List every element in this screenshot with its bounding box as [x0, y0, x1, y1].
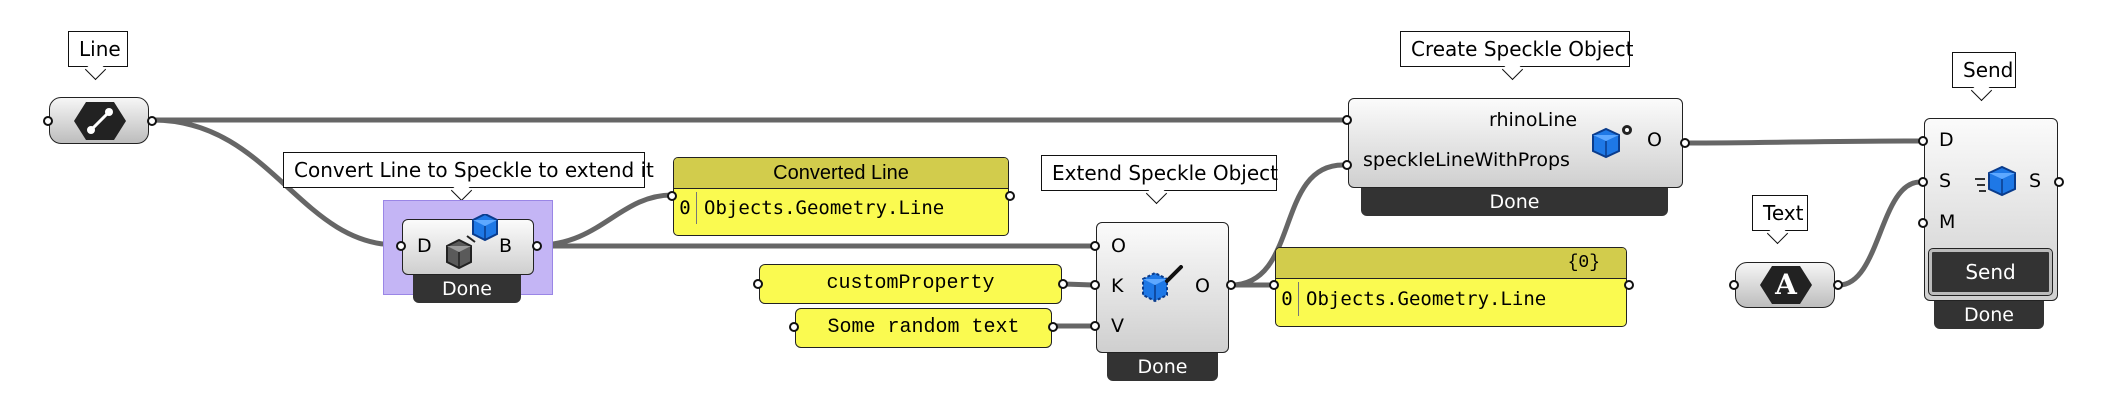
- send-output-grip[interactable]: [2054, 177, 2064, 187]
- wire-create-to-send: [1682, 138, 1923, 146]
- value-string-panel[interactable]: Some random text: [795, 308, 1052, 348]
- callout-create: Create Speckle Object: [1400, 31, 1633, 67]
- create-speckle-object-node[interactable]: rhinoLine speckleLineWithProps O: [1348, 98, 1683, 188]
- key-panel-output-grip[interactable]: [1058, 279, 1068, 289]
- convert-status-bar: Done: [413, 275, 521, 303]
- send-node[interactable]: D S M S Send: [1924, 118, 2058, 301]
- text-param-icon: [1760, 266, 1812, 304]
- output-panel-index: 0: [1276, 282, 1299, 316]
- text-param-output-grip[interactable]: [1833, 280, 1843, 290]
- wire-convert-to-panel: [535, 192, 675, 248]
- send-input-d-grip[interactable]: [1918, 136, 1928, 146]
- extend-input-o-grip[interactable]: [1090, 241, 1100, 251]
- extended-object-panel[interactable]: {0} 0 Objects.Geometry.Line: [1275, 247, 1627, 327]
- create-status-bar: Done: [1361, 188, 1668, 216]
- send-output-s[interactable]: S: [2029, 170, 2042, 192]
- output-panel-path: {0}: [1276, 248, 1626, 279]
- callout-extend: Extend Speckle Object: [1041, 155, 1278, 191]
- extend-speckle-object-node[interactable]: O K V O: [1096, 222, 1229, 353]
- wire-extend-to-create: [1228, 162, 1346, 288]
- callout-line: Line: [68, 31, 128, 67]
- line-param-input-grip[interactable]: [43, 116, 53, 126]
- speckle-convert-icon: [446, 214, 498, 270]
- speckle-create-icon: [1592, 125, 1632, 159]
- output-panel-input-grip[interactable]: [1269, 280, 1279, 290]
- converted-panel-index: 0: [674, 192, 697, 224]
- send-input-s-grip[interactable]: [1918, 177, 1928, 187]
- text-param[interactable]: A: [1735, 262, 1835, 308]
- create-output-o[interactable]: O: [1647, 129, 1662, 151]
- text-param-input-grip[interactable]: [1729, 280, 1739, 290]
- value-panel-input-grip[interactable]: [789, 322, 799, 332]
- speckle-send-icon: [1975, 165, 2016, 197]
- speckle-extend-icon: [1142, 265, 1183, 303]
- create-input-2-grip[interactable]: [1342, 160, 1352, 170]
- send-input-s[interactable]: S: [1939, 170, 1952, 192]
- wire-key-to-extend: [1061, 281, 1096, 288]
- converted-line-panel[interactable]: Converted Line 0 Objects.Geometry.Line: [673, 157, 1009, 236]
- callout-text: Text: [1752, 195, 1808, 231]
- convert-input-d[interactable]: D: [417, 235, 432, 257]
- send-input-d[interactable]: D: [1939, 129, 1954, 151]
- extend-input-v-grip[interactable]: [1090, 321, 1100, 331]
- convert-output-b[interactable]: B: [499, 235, 513, 257]
- converted-panel-value: Objects.Geometry.Line: [704, 197, 945, 219]
- create-output-grip[interactable]: [1680, 138, 1690, 148]
- value-panel-output-grip[interactable]: [1048, 322, 1058, 332]
- callout-convert: Convert Line to Speckle to extend it: [283, 152, 654, 188]
- convert-output-grip[interactable]: [532, 241, 542, 251]
- create-input-1-grip[interactable]: [1342, 115, 1352, 125]
- extend-input-k[interactable]: K: [1111, 275, 1124, 297]
- send-status-bar: Done: [1934, 301, 2044, 329]
- key-string-panel[interactable]: customProperty: [759, 264, 1062, 304]
- callout-send: Send: [1952, 52, 2016, 88]
- converted-panel-input-grip[interactable]: [667, 191, 677, 201]
- converted-panel-title: Converted Line: [674, 158, 1008, 189]
- text-param-glyph: A: [1775, 268, 1797, 301]
- line-param-icon: [74, 102, 126, 140]
- create-input-speckle-line-with-props[interactable]: speckleLineWithProps: [1363, 149, 1570, 171]
- line-param[interactable]: [49, 97, 149, 144]
- send-button[interactable]: Send: [1928, 248, 2053, 296]
- create-input-rhinoline[interactable]: rhinoLine: [1489, 109, 1578, 131]
- extend-status-bar: Done: [1107, 353, 1218, 381]
- send-input-m-grip[interactable]: [1918, 218, 1928, 228]
- converted-panel-output-grip[interactable]: [1005, 191, 1015, 201]
- send-input-m[interactable]: M: [1939, 211, 1956, 233]
- extend-input-o[interactable]: O: [1111, 235, 1126, 257]
- key-panel-input-grip[interactable]: [753, 279, 763, 289]
- convert-to-speckle-node[interactable]: D B: [402, 214, 534, 275]
- wire-text-to-send: [1836, 179, 1923, 288]
- line-param-output-grip[interactable]: [147, 116, 157, 126]
- convert-input-grip[interactable]: [396, 241, 406, 251]
- output-panel-value: Objects.Geometry.Line: [1306, 288, 1547, 310]
- output-panel-output-grip[interactable]: [1624, 280, 1634, 290]
- extend-output-o[interactable]: O: [1195, 275, 1210, 297]
- extend-output-grip[interactable]: [1226, 280, 1236, 290]
- extend-input-v[interactable]: V: [1111, 315, 1124, 337]
- extend-input-k-grip[interactable]: [1090, 280, 1100, 290]
